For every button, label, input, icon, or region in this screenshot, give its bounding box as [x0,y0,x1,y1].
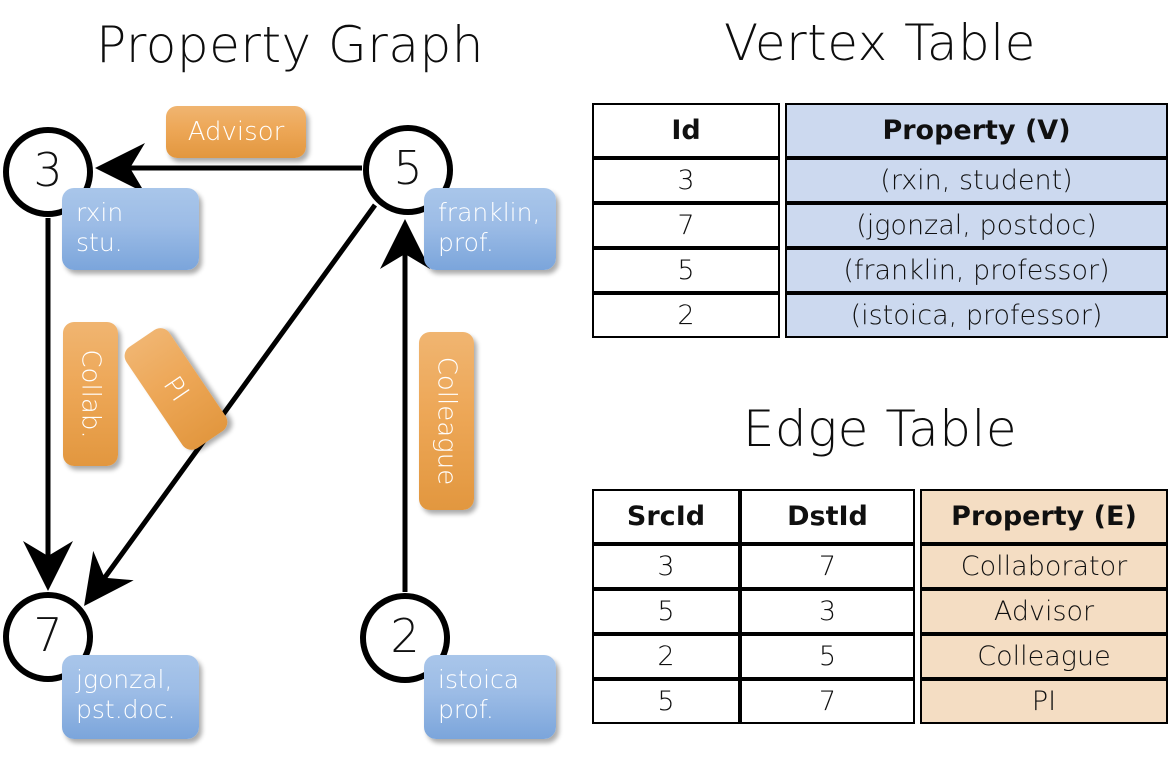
edge-row-1-src: 5 [592,589,740,634]
vertex-row-1-id: 7 [592,203,780,248]
vertex-row-2-property: (franklin, professor) [785,248,1168,293]
vertex-5-property-box[interactable]: franklin, prof. [424,188,556,270]
vertex-node-3-label: 3 [33,143,63,197]
edge-row-0-dst: 7 [740,544,915,589]
vertex-3-property-box[interactable]: rxin stu. [62,188,199,270]
edge-row-3-property: PI [920,679,1168,724]
table-row[interactable]: 2 5 Colleague [592,634,1168,679]
edge-label-advisor[interactable]: Advisor [166,106,306,158]
vertex-table-col-id: Id [592,103,780,158]
vertex-node-2-label: 2 [390,609,420,663]
vertex-row-0-property: (rxin, student) [785,158,1168,203]
vertex-node-7-label: 7 [33,608,63,662]
table-row[interactable]: 5 7 PI [592,679,1168,724]
edge-label-collab[interactable]: Collab. [63,322,118,466]
vertex-table-header-row: Id Property (V) [592,103,1168,158]
table-row[interactable]: 2 (istoica, professor) [592,293,1168,338]
vertex-row-2-id: 5 [592,248,780,293]
vertex-2-property-line1: istoica [438,665,520,694]
edge-table-col-property: Property (E) [920,489,1168,544]
edge-row-2-dst: 5 [740,634,915,679]
arrow-5-to-7 [84,203,378,607]
edge-label-colleague[interactable]: Colleague [419,332,474,510]
table-row[interactable]: 7 (jgonzal, postdoc) [592,203,1168,248]
vertex-row-3-id: 2 [592,293,780,338]
edge-row-2-property: Colleague [920,634,1168,679]
vertex-node-2[interactable]: 2 [360,593,450,683]
edge-row-1-property: Advisor [920,589,1168,634]
vertex-7-property-box[interactable]: jgonzal, pst.doc. [62,655,199,739]
edge-label-collab-text: Collab. [75,349,106,439]
table-row[interactable]: 3 7 Collaborator [592,544,1168,589]
vertex-2-property-box[interactable]: istoica prof. [424,655,556,739]
edge-table-col-srcid: SrcId [592,489,740,544]
vertex-row-3-property: (istoica, professor) [785,293,1168,338]
table-row[interactable]: 5 3 Advisor [592,589,1168,634]
vertex-3-property-line1: rxin [76,198,124,227]
vertex-table-col-property: Property (V) [785,103,1168,158]
edge-row-0-property: Collaborator [920,544,1168,589]
vertex-row-1-property: (jgonzal, postdoc) [785,203,1168,248]
edge-row-2-src: 2 [592,634,740,679]
edge-table-header-row: SrcId DstId Property (E) [592,489,1168,544]
graph-edge-arrows [23,143,430,607]
vertex-3-property-line2: stu. [76,228,123,257]
vertex-node-5[interactable]: 5 [363,125,453,215]
vertex-table-title: Vertex Table [724,14,1036,72]
vertex-5-property-line1: franklin, [438,198,541,227]
edge-table: SrcId DstId Property (E) 3 7 Collaborato… [592,489,1168,724]
vertex-7-property-line1: jgonzal, [76,665,173,694]
vertex-row-0-id: 3 [592,158,780,203]
table-row[interactable]: 5 (franklin, professor) [592,248,1168,293]
table-row[interactable]: 3 (rxin, student) [592,158,1168,203]
edge-label-colleague-text: Colleague [431,356,462,486]
edge-label-advisor-text: Advisor [187,117,285,147]
property-graph-diagram: 3 5 7 2 rxin stu. franklin, prof. jgonza… [3,106,556,739]
property-graph-title: Property Graph [96,16,484,74]
edge-table-col-dstid: DstId [740,489,915,544]
edge-row-1-dst: 3 [740,589,915,634]
vertex-2-property-line2: prof. [438,695,494,724]
edge-row-3-dst: 7 [740,679,915,724]
vertex-7-property-line2: pst.doc. [76,695,176,724]
vertex-5-property-line2: prof. [438,228,494,257]
vertex-node-5-label: 5 [393,141,423,195]
edge-row-0-src: 3 [592,544,740,589]
edge-row-3-src: 5 [592,679,740,724]
edge-table-title: Edge Table [742,400,1018,458]
edge-label-pi-text: PI [157,370,195,408]
vertex-table: Id Property (V) 3 (rxin, student) 7 (jgo… [592,103,1168,338]
